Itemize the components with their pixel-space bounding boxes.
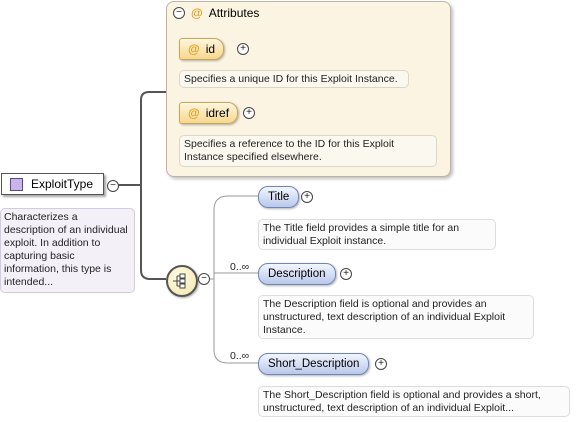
at-icon: @: [188, 106, 200, 120]
child-element-description[interactable]: Description: [258, 263, 336, 285]
child-doc: The Title field provides a simple title …: [258, 219, 496, 250]
attribute-name: idref: [205, 106, 230, 120]
child-element-short-description[interactable]: Short_Description: [258, 353, 370, 375]
expand-description-icon[interactable]: +: [340, 268, 352, 280]
complex-type-icon: [10, 177, 23, 191]
attribute-doc: Specifies a unique ID for this Exploit I…: [179, 70, 409, 88]
at-icon: @: [188, 42, 200, 56]
exploit-type-element[interactable]: ExploitType: [1, 173, 104, 195]
attribute-idref[interactable]: @ idref: [179, 102, 239, 124]
at-icon: @: [191, 6, 203, 20]
element-name: ExploitType: [31, 177, 94, 191]
child-element-title[interactable]: Title: [258, 186, 300, 208]
attributes-title: Attributes: [208, 6, 260, 20]
multiplicity-label: 0..∞: [230, 261, 250, 273]
attribute-doc: Specifies a reference to the ID for this…: [179, 135, 437, 167]
expand-short-description-icon[interactable]: +: [375, 358, 387, 370]
attribute-name: id: [205, 42, 216, 56]
element-name: Title: [268, 191, 290, 203]
branch-to-sequence-line: [140, 185, 166, 280]
sequence-icon: [173, 273, 186, 289]
attribute-id[interactable]: @ id: [179, 38, 225, 60]
expand-idref-icon[interactable]: +: [243, 107, 255, 119]
element-name: Short_Description: [268, 358, 360, 370]
branch-to-attributes-line: [140, 91, 166, 185]
element-doc: Characterizes a description of an indivi…: [0, 208, 135, 293]
multiplicity-label: 0..∞: [230, 350, 250, 362]
expand-id-icon[interactable]: +: [237, 43, 249, 55]
collapse-sequence-icon[interactable]: −: [198, 273, 210, 285]
sequence-compositor[interactable]: [166, 265, 198, 297]
child-doc: The Short_Description field is optional …: [258, 386, 570, 417]
collapse-exploit-type-icon[interactable]: −: [107, 180, 119, 192]
seq-trunk-line: [213, 210, 258, 364]
child-doc: The Description field is optional and pr…: [258, 295, 534, 339]
element-name: Description: [268, 268, 326, 280]
collapse-attributes-icon[interactable]: −: [173, 7, 185, 19]
attributes-header: − @ Attributes: [173, 5, 259, 21]
line-to-title: [213, 195, 258, 211]
expand-title-icon[interactable]: +: [301, 191, 313, 203]
